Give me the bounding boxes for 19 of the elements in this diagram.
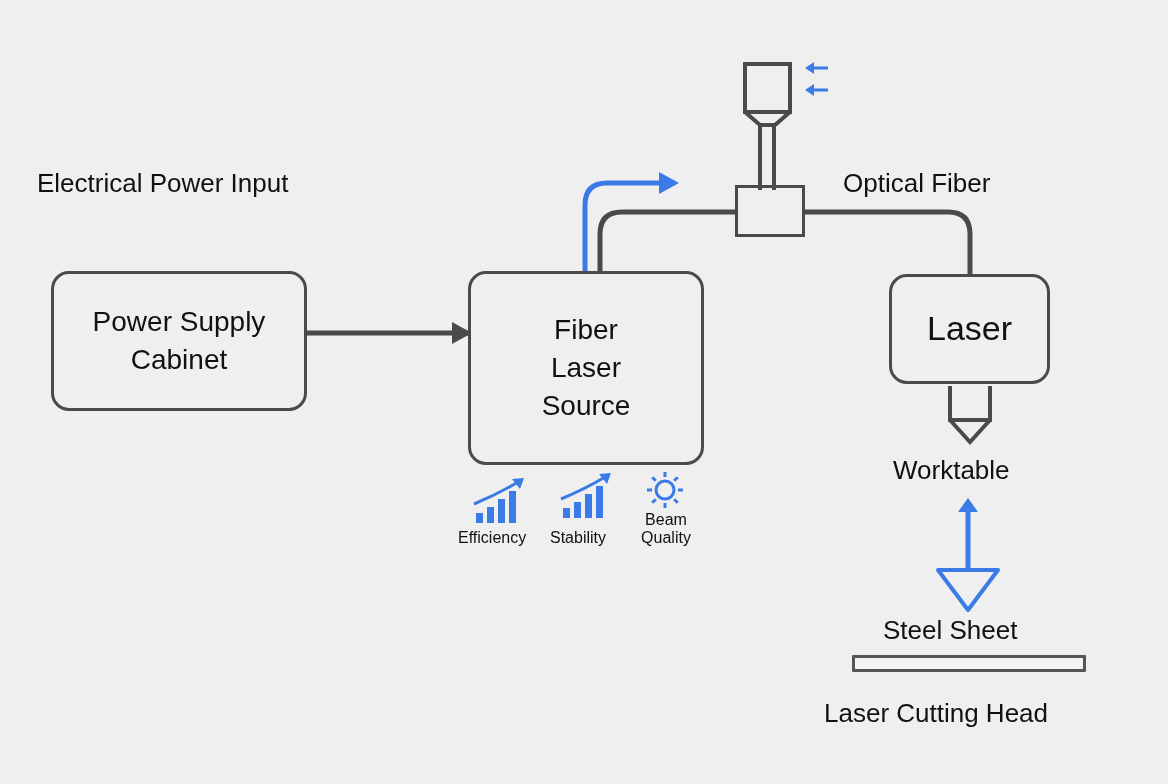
sheet-label: Steel Sheet	[883, 615, 1018, 646]
process-box	[51, 271, 307, 411]
node-label: Laser	[925, 308, 1014, 350]
process-box	[468, 271, 704, 465]
head-label: Laser Cutting Head	[824, 698, 1049, 729]
node-label: Power Supply Cabinet	[91, 305, 267, 377]
steel-sheet-bar	[852, 655, 1086, 672]
coupler-box	[735, 185, 805, 237]
fiber-line	[597, 209, 735, 271]
metric-label: Stability	[550, 529, 607, 547]
node-label: Fiber Laser Source	[540, 313, 632, 423]
fiber-line	[805, 209, 973, 274]
metric-label: Beam Quality	[640, 511, 692, 547]
arrow	[582, 172, 679, 271]
input-label: Electrical Power Input	[37, 168, 289, 199]
fiber-label: Optical Fiber	[843, 168, 991, 199]
process-box	[889, 274, 1050, 384]
worktable-label: Worktable	[893, 455, 1010, 486]
metric-label: Efficiency	[458, 529, 527, 547]
